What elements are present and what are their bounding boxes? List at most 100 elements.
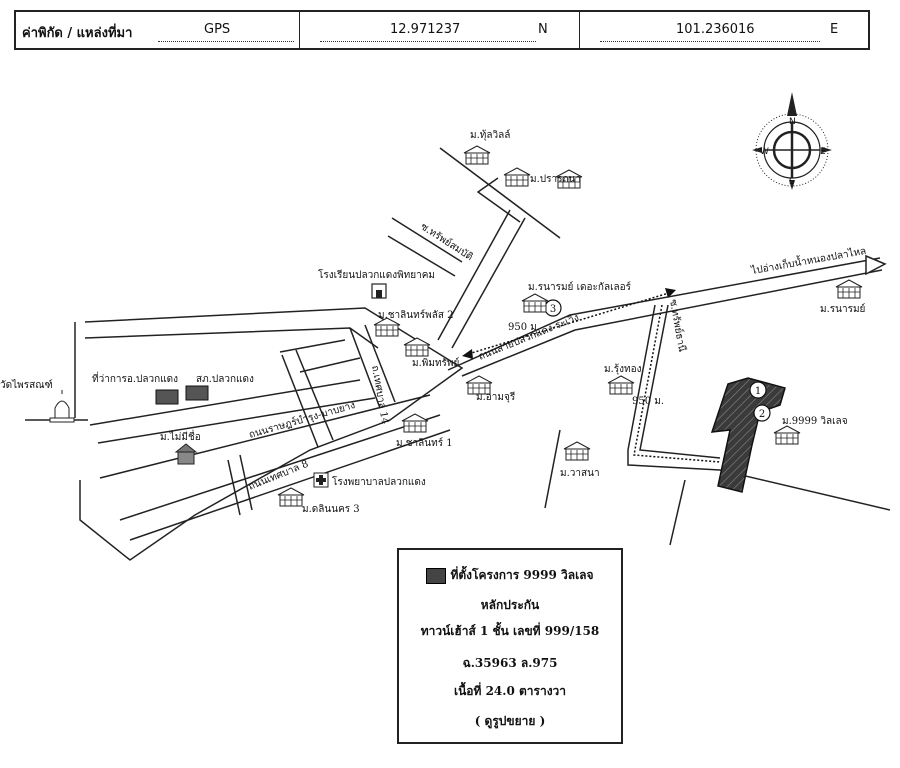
road xyxy=(227,459,241,516)
road xyxy=(639,304,721,459)
house-icon xyxy=(401,413,429,433)
legend-area: เนื้อที่ 24.0 ตารางวา xyxy=(453,684,567,698)
coordinate-header: ค่าพิกัด / แหล่งที่มา GPS 12.971237 N 10… xyxy=(14,10,870,50)
house-icon xyxy=(773,425,801,445)
road xyxy=(391,217,463,263)
marker-2 xyxy=(753,404,771,422)
road xyxy=(239,454,253,511)
label-reservoir: ไปอ่างเก็บน้ำหนองปลาไหล xyxy=(749,243,867,277)
road xyxy=(669,479,686,546)
temple-icon xyxy=(49,390,75,423)
label-soi14: ถ.เทศบาล 14 xyxy=(369,365,390,426)
house-unnamed-icon xyxy=(174,443,198,465)
arrow xyxy=(665,288,676,298)
label-naram: ม.รนารมย์ xyxy=(820,303,865,315)
marker-1-label: 1 xyxy=(755,386,761,397)
label-district-office: ที่ว่าการอ.ปลวกแดง xyxy=(92,371,178,385)
longitude-value: 101.236016 xyxy=(676,22,755,37)
dotted-line xyxy=(600,41,820,42)
road xyxy=(89,379,361,426)
label-temple: วัดไพรสณฑ์ xyxy=(0,379,53,391)
road xyxy=(447,257,881,371)
legend-deed: ฉ.35963 ล.975 xyxy=(462,656,558,670)
road xyxy=(349,327,381,409)
road xyxy=(281,354,319,448)
district-office-icon xyxy=(155,389,179,405)
house-icon xyxy=(403,337,431,357)
marker-3-label: 3 xyxy=(550,304,556,315)
road xyxy=(295,349,334,441)
road xyxy=(387,235,456,277)
label-dist-950b: 950 ม. xyxy=(632,396,664,407)
header-longitude-cell: 101.236016 E xyxy=(580,12,870,48)
header-label: ค่าพิกัด / แหล่งที่มา xyxy=(22,26,133,41)
label-hospital: โรงพยาบาลปลวกแดง xyxy=(332,475,426,488)
house-icon xyxy=(521,293,549,313)
road xyxy=(97,397,376,444)
label-rungthong: ม.รุ้งทอง xyxy=(604,363,642,375)
marker-2-label: 2 xyxy=(759,409,765,420)
road xyxy=(544,429,561,509)
label-trapsombat-road: ซ.ทรัพย์สมบัติ xyxy=(418,220,475,263)
road xyxy=(437,209,511,341)
house-icon xyxy=(277,487,305,507)
compass-w: W xyxy=(760,147,769,157)
route xyxy=(633,304,721,463)
school-door xyxy=(376,290,382,298)
compass-n: N xyxy=(789,117,796,127)
label-main-road: ถนนสายปลวกแดง-ระเวิง xyxy=(477,312,581,362)
house-icon xyxy=(835,279,863,299)
legend-collateral: หลักประกัน xyxy=(480,598,540,612)
route-arrows xyxy=(462,288,676,359)
road xyxy=(627,304,891,511)
label-dalin3: ม.ดลินนคร 3 xyxy=(302,504,360,515)
label-dist-950a: 950 ม. xyxy=(508,322,540,333)
road xyxy=(364,324,396,403)
road xyxy=(84,327,379,349)
label-vasana: ม.วาสนา xyxy=(560,468,600,479)
header-source-cell: ค่าพิกัด / แหล่งที่มา GPS xyxy=(16,12,300,48)
label-police: สภ.ปลวกแดง xyxy=(196,374,254,385)
latitude-value: 12.971237 xyxy=(390,22,461,37)
route xyxy=(464,291,673,356)
hospital-icon xyxy=(313,472,329,488)
label-mai-mi-chue: ม.ไม่มีชื่อ xyxy=(160,429,201,443)
route-lines xyxy=(464,291,721,463)
house-icon xyxy=(503,167,531,187)
road xyxy=(99,394,431,479)
road xyxy=(129,429,451,541)
legend-project-row: ที่ตั้งโครงการ 9999 วิลเลจ xyxy=(399,566,621,585)
road xyxy=(439,147,561,239)
road xyxy=(476,177,521,223)
longitude-direction: E xyxy=(830,22,839,37)
legend-project: ที่ตั้งโครงการ 9999 วิลเลจ xyxy=(450,568,594,582)
arrow xyxy=(462,349,473,359)
label-chalin-plus2: ม.ชาลินทร์พลัส 2 xyxy=(378,309,453,321)
compass-e: E xyxy=(820,147,826,157)
dotted-line xyxy=(320,41,536,42)
legend-swatch xyxy=(426,567,447,584)
legend-enlarge: ( ดูรูปขยาย ) xyxy=(474,714,546,728)
label-chalin1: ม.ชาลินทร์ 1 xyxy=(396,437,453,449)
legend-house-type: ทาวน์เฮ้าส์ 1 ชั้น เลขที่ 999/158 xyxy=(420,624,600,638)
compass-rose-icon xyxy=(752,92,832,190)
reservoir-arrow-icon xyxy=(865,254,887,276)
road xyxy=(279,339,346,353)
label-soi-sapsombat: ซ.ทรัพย์ธานี xyxy=(667,298,688,352)
road xyxy=(299,357,361,373)
dotted-line xyxy=(158,41,294,42)
latitude-direction: N xyxy=(538,22,548,37)
project-plot xyxy=(710,377,786,493)
header-latitude-cell: 12.971237 N xyxy=(300,12,580,48)
label-school: โรงเรียนปลวกแดงพิทยาคม xyxy=(318,268,435,281)
marker-1 xyxy=(749,381,767,399)
label-project-9999: ม.9999 วิลเลจ xyxy=(782,416,848,427)
road xyxy=(461,269,883,377)
label-phimsap: ม.พิมทรัพย์ xyxy=(412,357,459,369)
label-tulip-villa: ม.ทุ้ลวิลล์ xyxy=(470,129,510,141)
police-station-icon xyxy=(185,385,209,401)
label-sunny-excellence: ม.รนารมย์ เดอะกัลเลอร์ xyxy=(528,281,632,293)
header-source: GPS xyxy=(204,22,231,37)
house-icon xyxy=(563,441,591,461)
